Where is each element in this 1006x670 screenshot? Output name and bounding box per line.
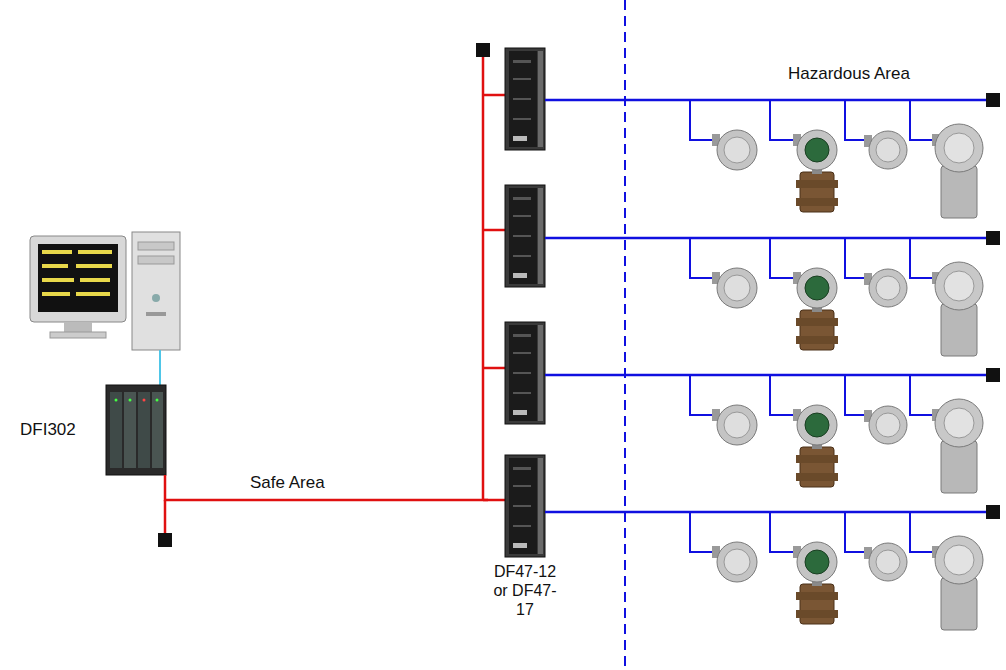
h1-bus [165, 57, 506, 533]
area-label: Safe Area [250, 473, 325, 493]
terminator [158, 533, 172, 547]
area-label: Hazardous Area [788, 64, 910, 84]
barrier-label: DF47-12 or DF47-17 [488, 562, 562, 620]
bus-connector [165, 475, 488, 500]
terminator [476, 43, 490, 57]
device-label: DFI302 [20, 420, 168, 440]
computer [30, 232, 180, 385]
controller-node: DFI302 [18, 385, 168, 475]
barrier-node: DF47-12 or DF47-17 [488, 452, 562, 620]
dfi302-rack [106, 385, 166, 475]
